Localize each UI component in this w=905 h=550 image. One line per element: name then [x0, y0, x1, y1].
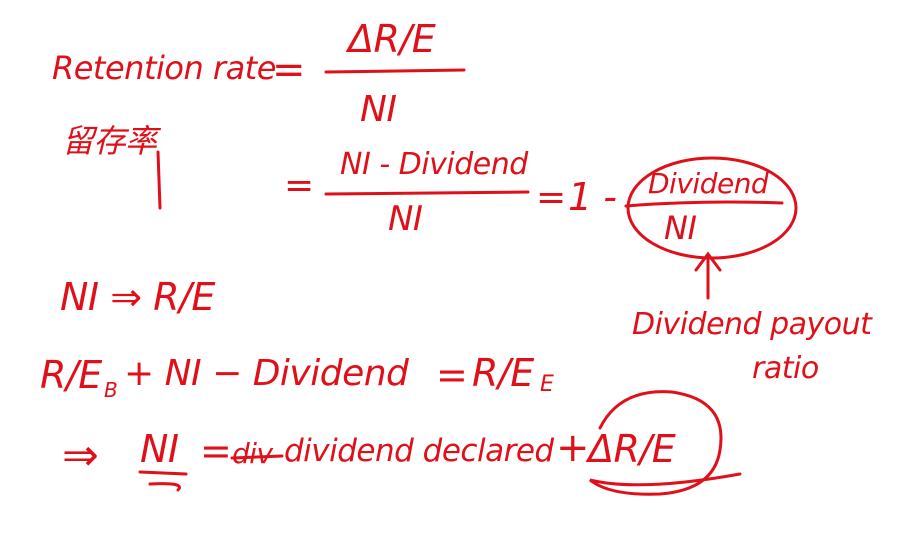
fraction-numerator-dividend: Dividend: [648, 167, 769, 200]
subscript-b: B: [104, 378, 118, 402]
implies-arrow: ⇒: [62, 430, 99, 481]
equals-sign-5: =: [200, 429, 232, 473]
ratio-label: ratio: [752, 351, 819, 386]
chinese-label-tail-stroke: [156, 150, 162, 210]
equals-sign-2: =: [284, 165, 314, 206]
equals-sign-3: =: [536, 177, 566, 218]
equals-sign-1: =: [272, 47, 306, 93]
re-ending: R/E: [472, 351, 534, 395]
delta-re-circled: ΔR/E: [588, 427, 676, 471]
fraction-denominator-ni-3: NI: [664, 209, 697, 247]
fraction-denominator-ni-2: NI: [388, 199, 423, 239]
dividend-payout-label: Dividend payout: [632, 307, 872, 342]
re-beginning: R/E: [40, 353, 102, 397]
dividend-declared: dividend declared: [284, 433, 554, 469]
retention-rate-label: Retention rate: [52, 49, 276, 87]
subscript-e: E: [540, 372, 554, 397]
one-minus: 1 -: [568, 175, 617, 219]
fraction-denominator-ni-1: NI: [360, 89, 397, 130]
fraction-bar-1: [324, 68, 466, 74]
fraction-numerator-ni-minus-dividend: NI - Dividend: [340, 147, 528, 182]
equals-sign-4: =: [436, 353, 468, 397]
plus-ni-minus-dividend: + NI − Dividend: [124, 353, 409, 394]
plus-sign: +: [556, 425, 590, 471]
fraction-bar-2: [324, 190, 530, 196]
ni-implies-re: NI ⇒ R/E: [60, 275, 215, 319]
struck-out-text: div: [232, 437, 273, 470]
fraction-numerator-delta-re: ΔR/E: [348, 17, 436, 61]
ni-underline-squiggle: [138, 470, 188, 492]
chinese-label-retention-rate: 留存率: [62, 122, 157, 160]
payout-arrow-up-icon: [694, 251, 722, 300]
ni-underlined: NI: [140, 427, 179, 471]
fraction-bar-3: [624, 200, 784, 208]
